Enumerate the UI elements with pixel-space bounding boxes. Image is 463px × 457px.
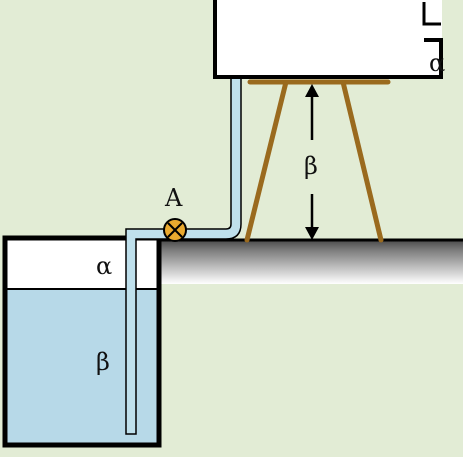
valve-x-icon[interactable] [163, 218, 187, 242]
height-label: β [304, 152, 318, 180]
lower-tank-gap-label: α [96, 252, 112, 280]
valve-label: A [164, 184, 183, 212]
top-tank-gap-label: α [429, 49, 445, 77]
ground [160, 238, 463, 284]
upper-tank [213, 0, 443, 79]
water-depth-label: β [96, 348, 110, 376]
tank-stand [244, 79, 391, 243]
arrow-up-icon [305, 84, 319, 97]
height-arrow [305, 84, 319, 240]
arrow-down-icon [305, 227, 319, 240]
